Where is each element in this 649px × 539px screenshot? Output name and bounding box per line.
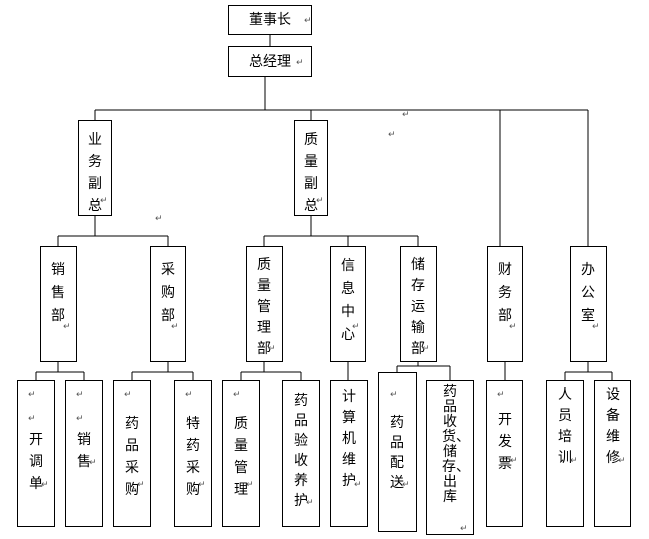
return-mark: ↵	[246, 480, 254, 490]
node-receiving-storage-outbound-label: 药品收货、储存、出库	[442, 384, 470, 505]
node-sales-dept: 销售部	[40, 246, 77, 362]
node-info-center: 信息中心	[330, 246, 366, 362]
return-mark: ↵	[155, 214, 163, 224]
return-mark: ↵	[124, 390, 132, 400]
node-personnel-training-label: 人员培训	[558, 387, 572, 466]
return-mark: ↵	[268, 344, 276, 354]
return-mark: ↵	[422, 344, 430, 354]
node-storage-transport-dept: 储存运输部	[400, 246, 437, 362]
return-mark: ↵	[63, 322, 71, 332]
node-finance-dept-label: 财务部	[498, 262, 512, 324]
return-mark: ↵	[460, 524, 468, 534]
node-office-label: 办公室	[581, 262, 595, 324]
node-general-manager: 总经理	[228, 46, 312, 77]
node-quality-mgmt-dept: 质量管理部	[246, 246, 283, 362]
return-mark: ↵	[100, 196, 108, 206]
return-mark: ↵	[352, 322, 360, 332]
node-chairman: 董事长	[228, 5, 312, 35]
node-receiving-storage-outbound: 药品收货、储存、出库	[426, 380, 474, 535]
return-mark: ↵	[354, 480, 362, 490]
return-mark: ↵	[402, 480, 410, 490]
node-drug-purchasing-label: 药品采购	[125, 416, 139, 498]
node-special-drug-purchasing-label: 特药采购	[186, 416, 200, 498]
return-mark: ↵	[304, 16, 312, 26]
node-personnel-training: 人员培训	[546, 380, 584, 527]
node-chairman-label: 董事长	[249, 12, 291, 28]
return-mark: ↵	[510, 456, 518, 466]
node-purchasing-dept-label: 采购部	[161, 262, 175, 324]
node-business-vp: 业务副总	[78, 120, 112, 216]
return-mark: ↵	[497, 390, 505, 400]
return-mark: ↵	[306, 498, 314, 508]
node-storage-transport-dept-label: 储存运输部	[411, 257, 425, 357]
return-mark: ↵	[171, 322, 179, 332]
return-mark: ↵	[233, 390, 241, 400]
node-quality-management: 质量管理	[222, 380, 260, 527]
return-mark: ↵	[185, 390, 193, 400]
node-equipment-maintenance-label: 设备维修	[606, 387, 620, 466]
return-mark: ↵	[388, 130, 396, 140]
return-mark: ↵	[296, 58, 304, 68]
node-quality-mgmt-dept-label: 质量管理部	[257, 257, 271, 357]
node-quality-management-label: 质量管理	[234, 416, 248, 498]
node-computer-maintenance-label: 计算机维护	[342, 389, 356, 489]
return-mark: ↵	[509, 322, 517, 332]
node-drug-distribution: 药品配送	[378, 372, 417, 532]
return-mark: ↵	[618, 456, 626, 466]
node-general-manager-label: 总经理	[249, 54, 291, 70]
node-issue-invoice: 开发票	[486, 380, 523, 527]
return-mark: ↵	[28, 390, 36, 400]
return-mark: ↵	[76, 390, 84, 400]
return-mark: ↵	[28, 414, 36, 424]
node-drug-distribution-label: 药品配送	[390, 415, 404, 491]
node-drug-inspection-care: 药品验收养护	[282, 380, 320, 527]
return-mark: ↵	[41, 480, 49, 490]
node-special-drug-purchasing: 特药采购	[174, 380, 212, 527]
node-office: 办公室	[570, 246, 607, 362]
node-sales-dept-label: 销售部	[51, 262, 65, 324]
return-mark: ↵	[570, 456, 578, 466]
return-mark: ↵	[137, 480, 145, 490]
return-mark: ↵	[592, 322, 600, 332]
node-invoicing: 开调单	[17, 380, 55, 527]
return-mark: ↵	[390, 390, 398, 400]
node-issue-invoice-label: 开发票	[498, 412, 512, 472]
node-finance-dept: 财务部	[487, 246, 523, 362]
node-drug-inspection-care-label: 药品验收养护	[294, 393, 308, 509]
node-invoicing-label: 开调单	[29, 432, 43, 492]
return-mark: ↵	[198, 480, 206, 490]
node-business-vp-label: 业务副总	[88, 132, 102, 214]
node-quality-vp: 质量副总	[294, 120, 328, 216]
return-mark: ↵	[89, 458, 97, 468]
node-sales-label: 销售	[77, 432, 91, 470]
node-quality-vp-label: 质量副总	[304, 132, 318, 214]
return-mark: ↵	[316, 196, 324, 206]
node-info-center-label: 信息中心	[341, 258, 355, 343]
node-equipment-maintenance: 设备维修	[594, 380, 631, 527]
node-purchasing-dept: 采购部	[150, 246, 186, 362]
node-computer-maintenance: 计算机维护	[330, 380, 368, 527]
node-drug-purchasing: 药品采购	[113, 380, 151, 527]
return-mark: ↵	[402, 110, 410, 120]
return-mark: ↵	[76, 414, 84, 424]
node-sales: 销售	[65, 380, 103, 527]
